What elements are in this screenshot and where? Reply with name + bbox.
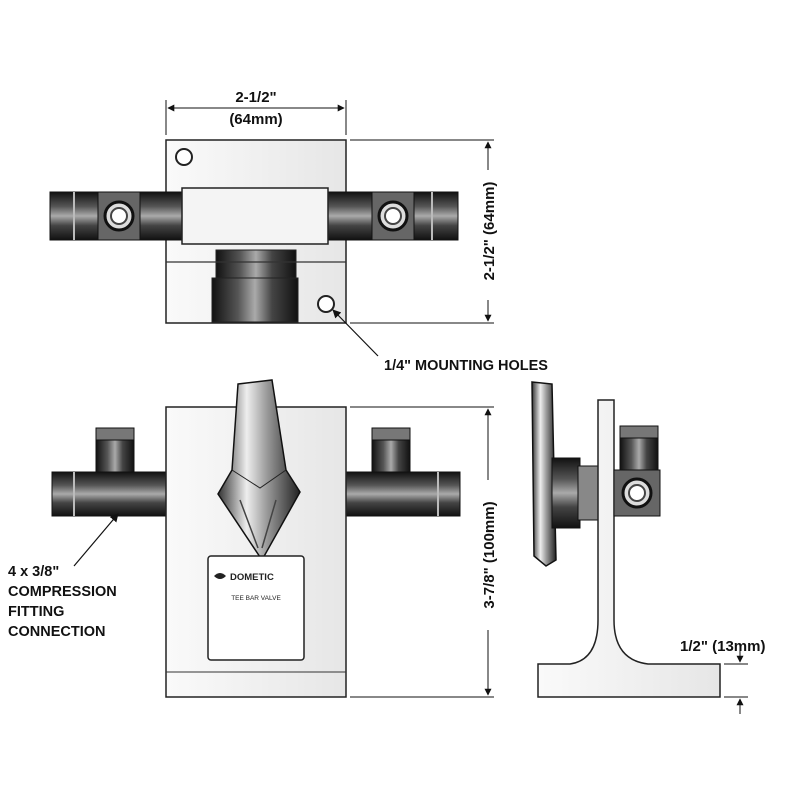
top-width-label: 2-1/2" (235, 89, 276, 106)
fitting-line-2: COMPRESSION (8, 584, 117, 600)
mounting-hole-top-left (175, 148, 193, 166)
fitting-line-3: FITTING (8, 604, 64, 620)
front-left-pipe (51, 471, 169, 517)
top-height-dimension: 2-1/2" (64mm) (350, 139, 500, 324)
fitting-line-1: 4 x 3/8" (8, 564, 59, 580)
mounting-hole-bottom-right (317, 295, 335, 313)
side-bonnet (551, 457, 581, 529)
front-view: DOMETIC TEE BAR VALVE (51, 379, 461, 698)
top-width-metric: (64mm) (229, 111, 282, 128)
badge-brand: DOMETIC (230, 572, 274, 583)
top-boss (211, 277, 299, 323)
side-tbar (537, 399, 721, 698)
fitting-callout: 4 x 3/8" COMPRESSION FITTING CONNECTION (8, 513, 119, 640)
top-width-dimension: 2-1/2" (64mm) (165, 89, 347, 135)
mounting-holes-label: 1/4" MOUNTING HOLES (384, 358, 548, 374)
top-view (49, 139, 459, 324)
front-right-pipe (343, 471, 461, 517)
front-height-dimension: 3-7/8" (100mm) (350, 406, 500, 698)
fitting-line-4: CONNECTION (8, 624, 105, 640)
mounting-holes-callout: 1/4" MOUNTING HOLES (332, 309, 548, 374)
valve-handle (217, 379, 301, 562)
top-height-label: 2-1/2" (64mm) (481, 182, 498, 281)
front-height-label: 3-7/8" (100mm) (481, 501, 498, 608)
side-view (531, 381, 721, 698)
top-boss-neck (215, 249, 297, 281)
top-valve-body (181, 187, 329, 245)
badge-model: TEE BAR VALVE (231, 595, 281, 602)
side-handle (531, 381, 557, 567)
flange-dimension: 1/2" (13mm) (680, 638, 765, 714)
flange-label: 1/2" (13mm) (680, 638, 765, 655)
valve-badge (207, 555, 305, 661)
